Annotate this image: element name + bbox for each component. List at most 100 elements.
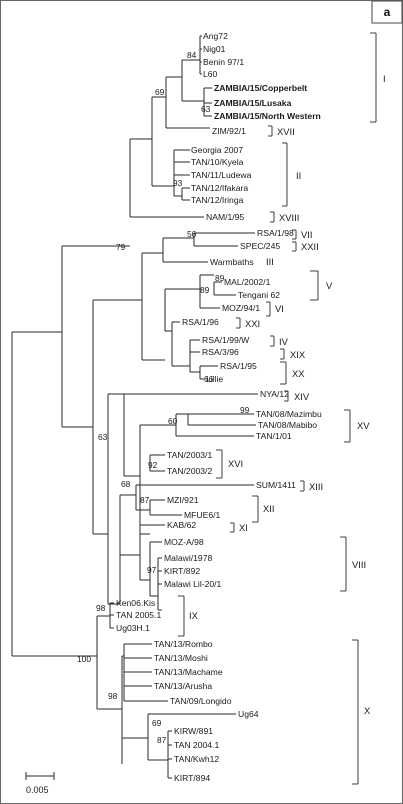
bootstrap-value: 87 <box>157 735 167 745</box>
genotype-label: V <box>326 280 333 291</box>
taxon-label: Malawi/1978 <box>164 553 212 563</box>
taxon-label: Warmbaths <box>210 257 254 267</box>
genotype-label: IV <box>279 336 289 347</box>
taxon-label: TAN/13/Moshi <box>154 653 208 663</box>
taxon-label: KIRT/894 <box>174 773 210 783</box>
taxon-label: RSA/1/96 <box>182 317 219 327</box>
taxon-label: TAN/10/Kyela <box>191 157 244 167</box>
taxon-label: RSA/1/98 <box>257 228 294 238</box>
bootstrap-value: 97 <box>147 565 157 575</box>
genotype-label: XIX <box>290 349 306 360</box>
bootstrap-value: 69 <box>152 718 162 728</box>
taxon-label: Tengani 62 <box>238 290 280 300</box>
bootstrap-value: 98 <box>108 691 118 701</box>
taxon-label: TAN 2004.1 <box>174 740 219 750</box>
genotype-label: XXII <box>301 241 319 252</box>
taxon-label: RSA/1/99/W <box>202 335 250 345</box>
bootstrap-value: 89 <box>200 285 210 295</box>
taxon-label: L60 <box>203 69 218 79</box>
bootstrap-value: 89 <box>215 273 225 283</box>
bootstrap-value: 98 <box>96 603 106 613</box>
bootstrap-value: 66 <box>204 374 214 384</box>
taxon-label: NYA/12 <box>260 389 289 399</box>
taxon-label: SUM/1411 <box>256 480 296 490</box>
genotype-label: XVIII <box>279 212 299 223</box>
taxon-label: Ug64 <box>238 709 259 719</box>
taxon-label: Ug03H.1 <box>116 623 150 633</box>
taxon-label: Ang72 <box>203 31 228 41</box>
taxon-label: MFUE6/1 <box>184 510 221 520</box>
genotype-label: XIII <box>309 481 323 492</box>
genotype-label: IX <box>189 610 199 621</box>
genotype-label: XX <box>292 368 305 379</box>
taxon-label: Nig01 <box>203 44 226 54</box>
genotype-label: VIII <box>352 559 366 570</box>
taxon-label: NAM/1/95 <box>206 212 244 222</box>
genotype-label: XVII <box>277 126 295 137</box>
genotype-label: VI <box>275 303 284 314</box>
bootstrap-value: 84 <box>187 50 197 60</box>
taxon-label: TAN 2005.1 <box>116 610 161 620</box>
taxon-label: KAB/62 <box>167 520 196 530</box>
taxon-label: Ken06.Kis <box>116 598 155 608</box>
taxon-label: TAN/1/01 <box>256 431 292 441</box>
taxon-label: SPEC/245 <box>240 241 280 251</box>
bootstrap-value: 63 <box>98 432 108 442</box>
bootstrap-values: 84 63 69 93 79 56 89 89 66 63 60 99 92 6… <box>77 50 250 745</box>
taxon-label: RSA/1/95 <box>220 361 257 371</box>
taxon-label: MAL/2002/1 <box>224 277 271 287</box>
taxon-label: TAN/09/Longido <box>170 696 232 706</box>
genotype-label: X <box>364 705 371 716</box>
taxon-label: Georgia 2007 <box>191 145 243 155</box>
taxon-label: TAN/13/Arusha <box>154 681 212 691</box>
bootstrap-value: 93 <box>173 178 183 188</box>
scale-bar: 0.005 <box>25 772 55 795</box>
genotype-label: XVI <box>228 458 243 469</box>
taxon-label: TAN/12/Ifakara <box>191 183 248 193</box>
bootstrap-value: 69 <box>155 87 165 97</box>
taxon-label: TAN/13/Rombo <box>154 639 213 649</box>
taxon-label: TAN/11/Ludewa <box>191 170 252 180</box>
taxon-label: ZIM/92/1 <box>212 126 246 136</box>
taxon-label: ZAMBIA/15/North Western <box>214 111 321 121</box>
taxon-label: TAN/08/Mazimbu <box>256 409 322 419</box>
taxon-label: ZAMBIA/15/Copperbelt <box>214 83 307 93</box>
taxon-label: MOZ/94/1 <box>222 303 260 313</box>
bootstrap-value: 92 <box>148 460 158 470</box>
genotype-label: XV <box>357 420 370 431</box>
bootstrap-value: 56 <box>187 229 197 239</box>
taxon-label: Lillie <box>206 374 223 384</box>
taxon-label: Malawi Lil-20/1 <box>164 579 222 589</box>
taxon-label: TAN/13/Machame <box>154 667 223 677</box>
taxon-label: RSA/3/96 <box>202 347 239 357</box>
taxon-label: KIRW/891 <box>174 726 213 736</box>
taxon-label: TAN/Kwh12 <box>174 754 219 764</box>
taxon-label: MOZ-A/98 <box>164 537 204 547</box>
bootstrap-value: 87 <box>140 495 150 505</box>
bootstrap-value: 60 <box>168 416 178 426</box>
genotype-label: XI <box>239 522 248 533</box>
genotype-label: I <box>383 73 386 84</box>
genotype-label: VII <box>301 229 312 240</box>
taxon-label: Benin 97/1 <box>203 57 244 67</box>
bootstrap-value: 100 <box>77 654 91 664</box>
genotype-label: XIV <box>294 391 310 402</box>
tree-branches <box>11 35 258 779</box>
bootstrap-value: 68 <box>121 479 131 489</box>
genotype-label: XII <box>263 503 274 514</box>
genotype-brackets <box>178 32 377 785</box>
genotype-label: III <box>266 256 274 267</box>
taxon-label: TAN/12/Iringa <box>191 195 244 205</box>
bootstrap-value: 79 <box>116 242 126 252</box>
genotype-label: II <box>296 170 301 181</box>
taxon-label: ZAMBIA/15/Lusaka <box>214 98 292 108</box>
panel-label-box <box>371 0 403 24</box>
taxon-label: MZI/921 <box>167 495 199 505</box>
scale-bar-label: 0.005 <box>26 785 49 795</box>
bootstrap-value: 63 <box>201 104 211 114</box>
taxon-label: KIRT/892 <box>164 566 200 576</box>
taxon-label: TAN/2003/2 <box>167 466 212 476</box>
